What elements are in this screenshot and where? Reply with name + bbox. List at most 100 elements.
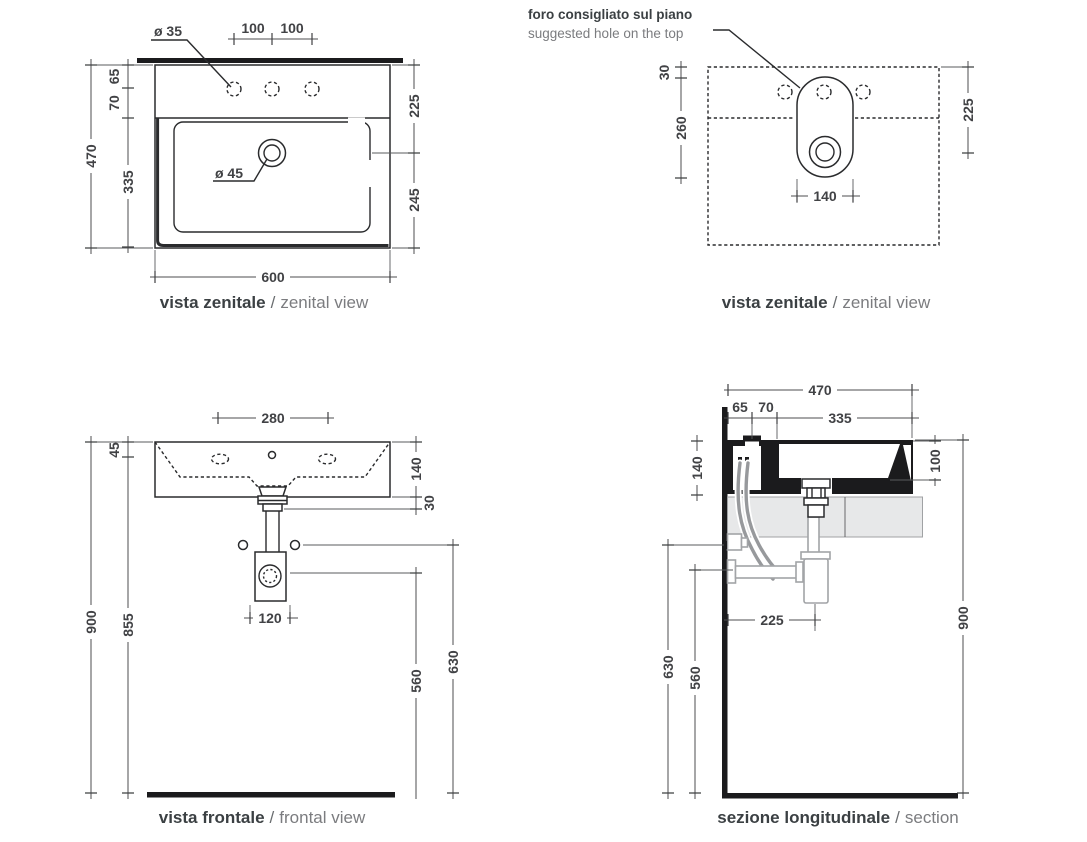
dim-hole-spacing: 280 [256,410,290,426]
dim-floor-to-rim: 900 [955,601,971,635]
faucet-hole-left [226,81,242,97]
svg-text:225: 225 [960,98,976,122]
faucet-hole-left [210,453,230,465]
dim-hole-spacing-right: 100 [280,20,304,36]
svg-text:600: 600 [261,269,285,285]
svg-text:30: 30 [421,495,437,511]
dimensions-plan-left: ø 35 100 100 65 70 470 335 225 [83,20,422,285]
caption-separator: / [269,808,275,827]
trap-outlet-inner [262,568,278,584]
dim-total-depth: 470 [83,139,99,173]
dim-basin-depth: 335 [120,165,136,199]
dim-body-height: 140 [689,451,705,485]
dim-faucet-hole-diameter: ø 35 [154,23,182,39]
svg-text:335: 335 [120,170,136,194]
dim-holes-to-basin: 70 [106,95,122,111]
svg-text:225: 225 [760,612,784,628]
drain-hole-outer [257,138,287,168]
svg-text:900: 900 [83,610,99,634]
dim-drain-to-front: 245 [406,183,422,217]
drain-fittings-section [801,478,831,518]
view-section: 470 65 70 335 140 100 225 630 [660,382,971,799]
basin-cavity [779,444,900,478]
dim-basin-depth: 335 [823,410,857,426]
dim-floor-to-rim: 900 [83,605,99,639]
drain-hole-inner [263,144,281,162]
svg-text:120: 120 [258,610,282,626]
svg-text:630: 630 [445,650,461,674]
svg-text:140: 140 [813,188,837,204]
sink-outline-plan [151,39,391,249]
svg-text:900: 900 [955,606,971,630]
faucet-hole-center [264,81,280,97]
drain-assembly-front [237,486,301,602]
counter-outline [707,29,940,246]
dim-wall-to-trap: 225 [755,612,789,628]
caption-italian: sezione longitudinale [717,808,891,827]
view-frontal: 280 45 900 855 140 30 630 [83,410,461,799]
svg-text:560: 560 [408,669,424,693]
dim-floor-to-outlet: 560 [408,664,424,698]
svg-text:30: 30 [656,65,672,81]
caption-plan-right: vista zenitale/zenital view [681,293,971,313]
caption-separator: / [270,293,276,312]
waste-plumbing [722,516,831,604]
floor-line [722,793,958,799]
leader-drain-diameter [213,158,268,182]
faucet-hole-center [816,84,832,100]
svg-text:100: 100 [927,449,943,473]
dim-floor-to-fixings: 630 [660,650,676,684]
drain-hole-outer [808,135,842,169]
dim-top-to-holes: 45 [106,442,122,458]
trap-cup [803,558,829,604]
dimensions-front: 280 45 900 855 140 30 630 [83,410,461,799]
svg-text:335: 335 [828,410,852,426]
dim-trap-width: 120 [253,610,287,626]
dim-floor-to-holes: 855 [120,608,136,642]
outlet-pipe [734,565,799,579]
dim-hole-spacing-left: 100 [241,20,265,36]
svg-text:140: 140 [408,457,424,481]
dim-total-depth: 470 [803,382,837,398]
caption-english: zenital view [280,293,369,312]
caption-separator: / [895,808,900,827]
dim-wall-to-holes: 65 [732,399,748,415]
faucet-hole-right [317,453,337,465]
floor-line [147,792,395,798]
leader-suggested-hole [713,29,801,89]
caption-separator: / [832,293,838,312]
svg-text:560: 560 [687,666,703,690]
dim-edge-to-drain: 225 [960,93,976,127]
svg-text:280: 280 [261,410,285,426]
dim-floor-to-outlet: 560 [687,661,703,695]
svg-text:140: 140 [689,456,705,480]
fixing-hole-left [237,539,249,551]
caption-italian: vista zenitale [721,293,828,312]
dim-floor-to-fixings: 630 [445,645,461,679]
tailpipe [807,516,820,555]
dim-back-edge-to-holes: 65 [106,69,122,85]
caption-italian: vista zenitale [159,293,266,312]
svg-text:225: 225 [406,94,422,118]
wall-line [722,407,728,798]
dim-basin-inner-depth: 100 [927,444,943,478]
faucet-hole-center [267,450,277,460]
dim-total-width: 600 [256,269,290,285]
svg-text:470: 470 [808,382,832,398]
dimensions-section: 470 65 70 335 140 100 225 630 [660,382,971,799]
caption-frontal: vista frontale/frontal view [117,808,407,828]
faucet-hole-right [304,81,320,97]
trap-outlet-outer [258,564,282,588]
caption-english: frontal view [279,808,366,827]
drain-hole-inner [815,142,835,162]
svg-text:630: 630 [660,655,676,679]
faucet-hole-left [777,84,793,100]
dim-edge-to-cutout: 30 [656,65,672,81]
caption-english: section [904,808,959,827]
note-italian: foro consigliato sul piano [528,7,693,22]
svg-text:260: 260 [673,116,689,140]
caption-italian: vista frontale [158,808,265,827]
angle-valve [726,533,743,551]
dim-back-to-drain: 225 [406,89,422,123]
